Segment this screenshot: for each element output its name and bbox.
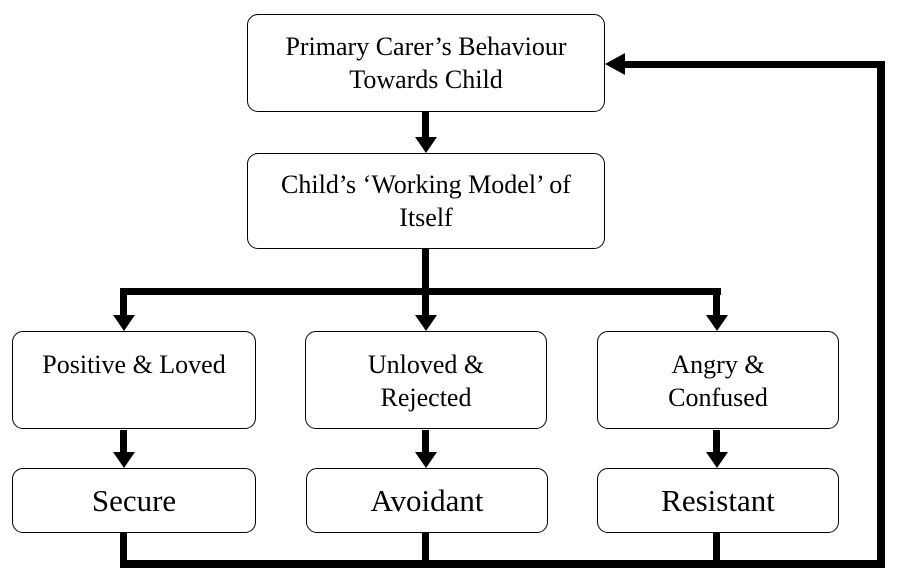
node-childs-working-model: Child’s ‘Working Model’ of Itself xyxy=(247,153,605,249)
edge-secure-feedback-stub xyxy=(120,533,127,564)
edge-branch-horizontal xyxy=(120,288,721,295)
edge-angry-to-resistant-shaft xyxy=(713,430,720,453)
node-label: Child’s ‘Working Model’ of Itself xyxy=(281,169,571,232)
node-label: Primary Carer’s Behaviour Towards Child xyxy=(285,31,567,94)
edge-feedback-top-line xyxy=(622,61,885,68)
node-label: Resistant xyxy=(661,482,775,518)
edge-resistant-feedback-stub xyxy=(713,533,720,564)
node-unloved-and-rejected: Unloved & Rejected xyxy=(305,331,547,429)
edge-feedback-bottom-line xyxy=(120,560,885,568)
edge-positive-to-secure-shaft xyxy=(120,430,127,453)
edge-feedback-right-line xyxy=(877,61,885,568)
arrowhead-down-icon xyxy=(113,315,135,331)
edge-primary-to-model-shaft xyxy=(422,111,429,139)
node-label: Positive & Loved xyxy=(42,350,226,379)
edge-model-branch-vertical xyxy=(422,249,429,317)
arrowhead-down-icon xyxy=(415,137,437,153)
node-angry-and-confused: Angry & Confused xyxy=(597,331,839,429)
node-label: Angry & Confused xyxy=(668,350,768,413)
edge-avoidant-feedback-stub xyxy=(422,533,429,564)
edge-branch-to-positive-shaft xyxy=(120,288,127,317)
node-secure: Secure xyxy=(12,468,256,533)
arrowhead-down-icon xyxy=(706,315,728,331)
arrowhead-down-icon xyxy=(415,452,437,468)
node-resistant: Resistant xyxy=(597,468,839,533)
arrowhead-left-icon xyxy=(605,53,625,75)
edge-unloved-to-avoidant-shaft xyxy=(422,430,429,453)
node-primary-carer-behaviour: Primary Carer’s Behaviour Towards Child xyxy=(247,14,605,112)
arrowhead-down-icon xyxy=(706,452,728,468)
node-label: Unloved & Rejected xyxy=(367,350,485,413)
edge-branch-to-angry-shaft xyxy=(713,288,720,317)
node-positive-and-loved: Positive & Loved xyxy=(12,331,256,429)
arrowhead-down-icon xyxy=(113,452,135,468)
node-label: Avoidant xyxy=(370,482,484,518)
node-avoidant: Avoidant xyxy=(306,468,548,533)
node-label: Secure xyxy=(91,482,177,518)
arrowhead-down-icon xyxy=(415,315,437,331)
